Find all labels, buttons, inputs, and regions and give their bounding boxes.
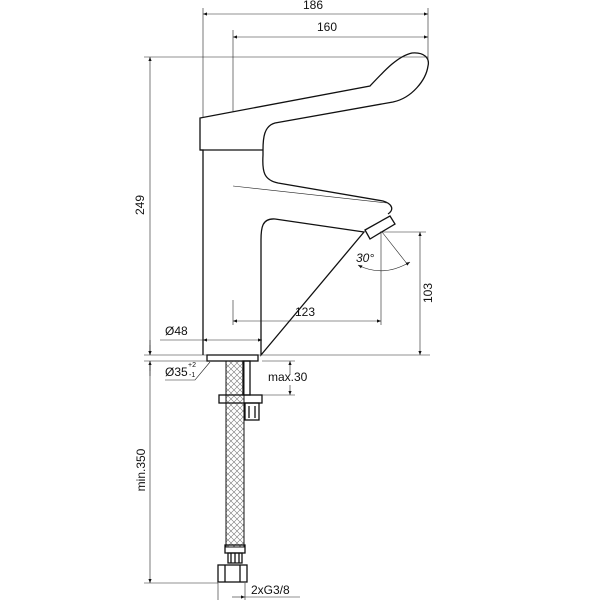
dim-max30: max.30 <box>268 370 308 384</box>
dim-30-deg: 30° <box>356 251 374 265</box>
dim-d35: Ø35 <box>165 365 188 379</box>
dim-connection: 2xG3/8 <box>251 583 290 597</box>
dim-min350: min.350 <box>134 448 148 491</box>
dimension-lines <box>144 8 430 600</box>
dim-160: 160 <box>317 20 337 34</box>
tol-lower: -1 <box>189 372 195 379</box>
dim-186: 186 <box>303 0 323 12</box>
tol-upper: +2 <box>188 362 196 369</box>
aerator <box>364 215 396 240</box>
dim-249: 249 <box>133 195 147 215</box>
dim-123: 123 <box>295 305 315 319</box>
dim-d48: Ø48 <box>165 324 188 338</box>
mounting-kit <box>206 354 263 583</box>
dim-103: 103 <box>421 283 435 303</box>
